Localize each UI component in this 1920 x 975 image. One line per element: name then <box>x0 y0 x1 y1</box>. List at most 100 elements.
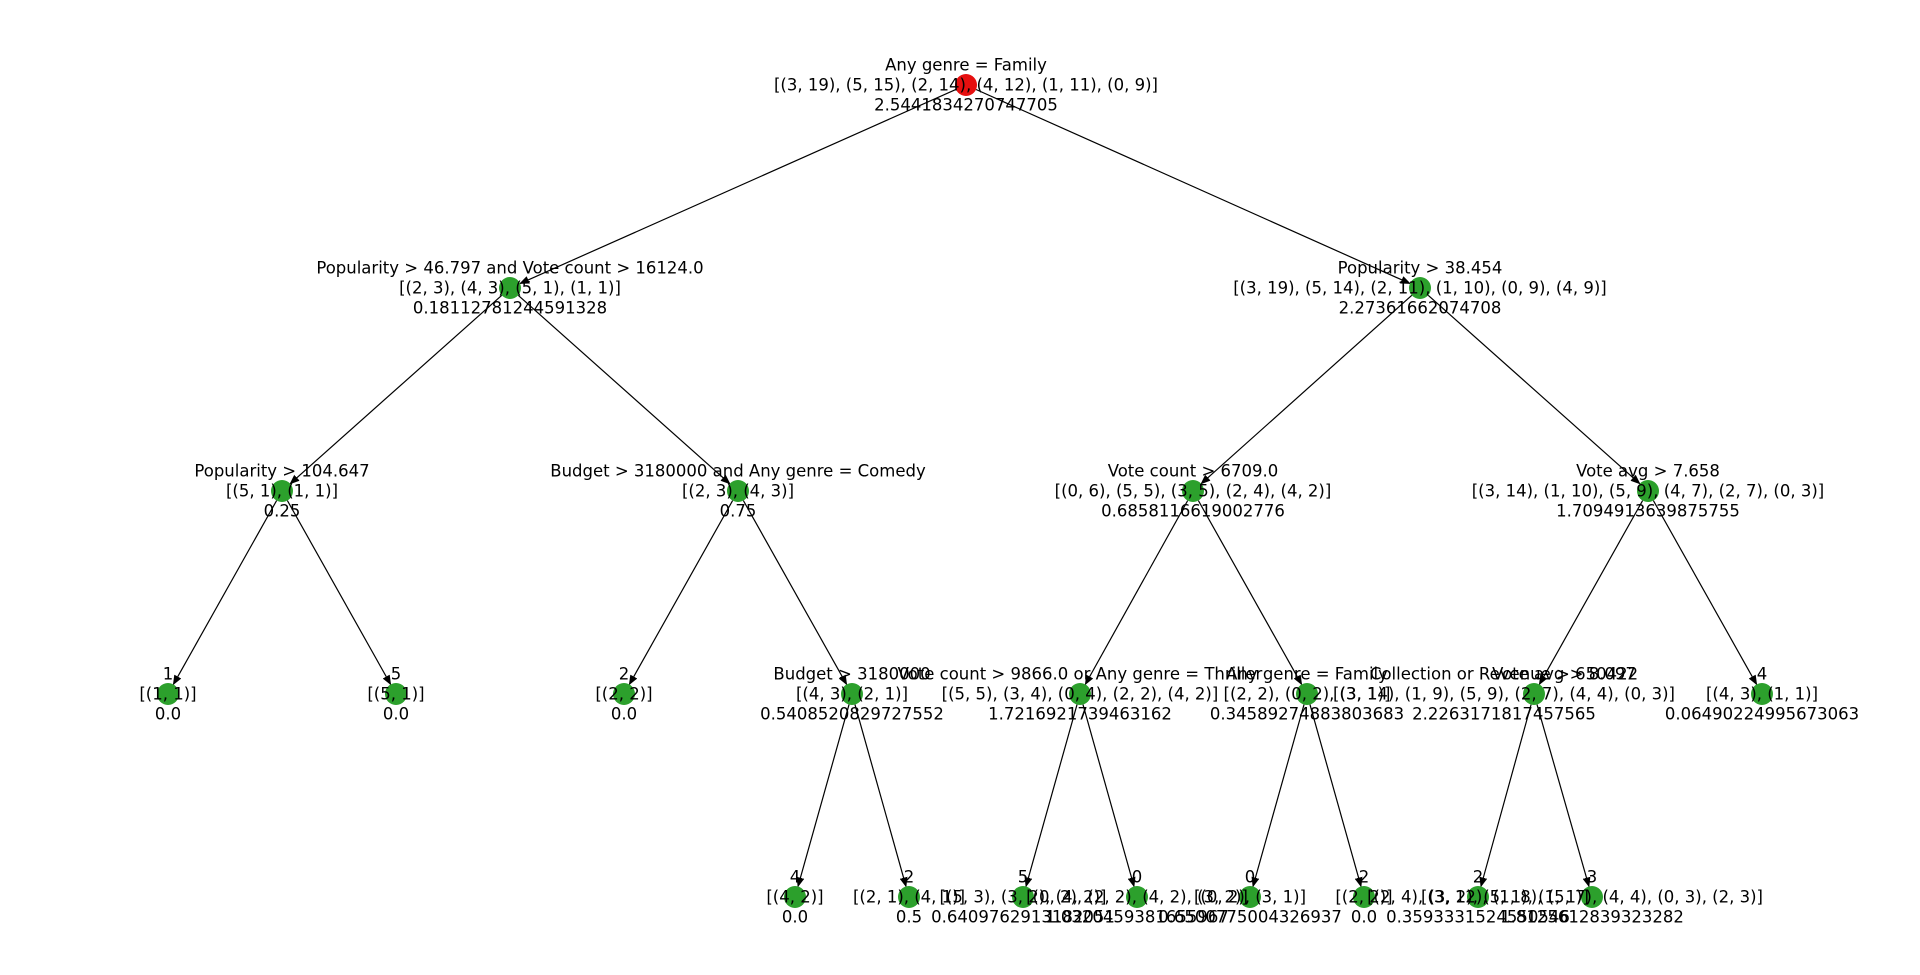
tree-edge <box>1082 704 1136 888</box>
node-value: 1.7216921739463162 <box>988 705 1172 724</box>
tree-node <box>1751 683 1773 705</box>
node-value: 0.0 <box>383 705 409 724</box>
node-counts: [(2, 3), (4, 3), (5, 1), (1, 1)] <box>399 279 621 298</box>
node-value: 0.5 <box>896 908 922 927</box>
tree-edge <box>517 294 731 485</box>
node-counts: [(1, 1)] <box>139 685 196 704</box>
tree-edge <box>1197 500 1303 686</box>
node-counts: [(3, 19), (5, 15), (2, 14), (4, 12), (1,… <box>774 76 1158 95</box>
node-value: 0.6858116619002776 <box>1101 502 1285 521</box>
node-counts: [(4, 2)] <box>766 888 823 907</box>
node-label: Any genre = Family <box>1226 665 1388 684</box>
node-label: 2 <box>1473 868 1484 887</box>
node-counts: [(4, 3), (2, 1)] <box>796 685 908 704</box>
node-value: 0.0 <box>611 705 637 724</box>
node-label: Popularity > 38.454 <box>1338 259 1503 278</box>
tree-edge <box>1427 294 1641 485</box>
node-value: 1.8125612839323282 <box>1500 908 1684 927</box>
node-value: 0.0 <box>1351 908 1377 927</box>
node-label: Budget > 3180000 and Any genre = Comedy <box>550 462 926 481</box>
tree-edge <box>1251 704 1305 888</box>
tree-edge <box>628 500 734 686</box>
node-label: Vote count > 6709.0 <box>1108 462 1279 481</box>
node-label: Collection or Revenue > 650422 <box>1370 665 1638 684</box>
tree-node <box>1581 886 1603 908</box>
tree-nodes <box>157 74 1773 908</box>
node-label: Vote avg > 8.097 <box>1492 665 1636 684</box>
tree-edge <box>1652 500 1758 686</box>
tree-edge <box>1024 704 1078 888</box>
tree-edge <box>975 88 1411 285</box>
tree-edge <box>289 294 503 485</box>
node-counts: [(3, 12), (1, 8), (5, 7), (4, 4), (0, 3)… <box>1421 888 1763 907</box>
node-value: 0.06490224995673063 <box>1665 705 1859 724</box>
node-label: Popularity > 104.647 <box>194 462 369 481</box>
tree-node <box>1637 480 1659 502</box>
tree-edge <box>1479 704 1532 888</box>
node-counts: [(2, 4), (3, 2), (5, 1), (1, 1)] <box>1367 888 1589 907</box>
tree-node <box>1467 886 1489 908</box>
tree-node <box>385 683 407 705</box>
node-label: 1 <box>163 665 174 684</box>
node-label: Vote avg > 7.658 <box>1576 462 1720 481</box>
node-label: 5 <box>1018 868 1029 887</box>
node-counts: [(3, 14), (1, 9), (5, 9), (2, 7), (4, 4)… <box>1333 685 1675 704</box>
tree-node <box>1069 683 1091 705</box>
node-counts: [(0, 2), (2, 2), (4, 2), (3, 2)] <box>1026 888 1248 907</box>
node-counts: [(4, 3), (1, 1)] <box>1706 685 1818 704</box>
node-value: 2.2263171817457565 <box>1412 705 1596 724</box>
tree-node <box>613 683 635 705</box>
tree-node <box>784 886 806 908</box>
node-value: 1.0320459381655967 <box>1045 908 1229 927</box>
node-value: 0.6500775004326937 <box>1158 908 1342 927</box>
node-counts: [(5, 1)] <box>367 685 424 704</box>
node-label: Vote count > 9866.0 or Any genre = Thril… <box>898 665 1263 684</box>
node-value: 0.18112781244591328 <box>413 299 607 318</box>
node-value: 0.34589274883803683 <box>1210 705 1404 724</box>
node-value: 0.0 <box>782 908 808 927</box>
tree-node <box>1523 683 1545 705</box>
node-label: 5 <box>391 665 402 684</box>
node-label: 2 <box>619 665 630 684</box>
tree-edge <box>742 500 848 686</box>
tree-edge <box>1084 500 1189 686</box>
node-label: Budget > 3180000 <box>773 665 930 684</box>
node-label: 3 <box>1587 868 1598 887</box>
node-value: 0.0 <box>155 705 181 724</box>
tree-node <box>841 683 863 705</box>
tree-edges <box>172 88 1758 888</box>
node-counts: [(2, 2)] <box>595 685 652 704</box>
tree-node <box>499 277 521 299</box>
tree-edge <box>1309 704 1363 888</box>
tree-edge <box>1536 704 1591 888</box>
tree-edge <box>286 500 392 686</box>
node-value: 1.7094913639875755 <box>1556 502 1740 521</box>
node-label: 0 <box>1245 868 1256 887</box>
node-value: 0.6409762913182051 <box>931 908 1115 927</box>
node-label: 4 <box>1757 665 1768 684</box>
tree-edge <box>796 704 850 888</box>
node-label: 0 <box>1132 868 1143 887</box>
node-label: Popularity > 46.797 and Vote count > 161… <box>316 259 703 278</box>
node-counts: [(5, 1), (1, 1)] <box>226 482 338 501</box>
tree-edge <box>1538 500 1644 686</box>
node-value: 2.5441834270747705 <box>874 96 1058 115</box>
node-label: 4 <box>790 868 801 887</box>
node-value: 2.27361662074708 <box>1339 299 1502 318</box>
node-counts: [(2, 2), (0, 2), (3, 1)] <box>1224 685 1391 704</box>
node-counts: [(5, 3), (3, 2), (4, 2)] <box>940 888 1107 907</box>
node-counts: [(2, 1), (4, 1)] <box>853 888 965 907</box>
tree-edge <box>854 704 908 888</box>
tree-node <box>1182 480 1204 502</box>
node-value: 0.5408520829727552 <box>760 705 944 724</box>
node-label: 2 <box>904 868 915 887</box>
tree-labels: Any genre = Family [(3, 19), (5, 15), (2,… <box>139 56 1859 927</box>
tree-node <box>898 886 920 908</box>
node-label: 2 <box>1359 868 1370 887</box>
tree-node <box>157 683 179 705</box>
tree-node <box>1012 886 1034 908</box>
node-value: 0.25 <box>264 502 301 521</box>
tree-node <box>1353 886 1375 908</box>
node-counts: [(2, 2)] <box>1335 888 1392 907</box>
